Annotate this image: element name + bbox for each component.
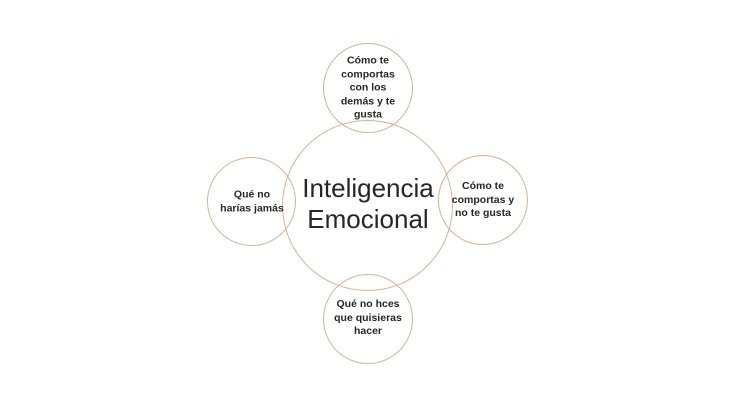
top-node-circle bbox=[323, 43, 413, 133]
bottom-node-circle bbox=[323, 274, 413, 364]
left-node-circle bbox=[207, 157, 296, 246]
right-node-circle bbox=[438, 155, 528, 245]
